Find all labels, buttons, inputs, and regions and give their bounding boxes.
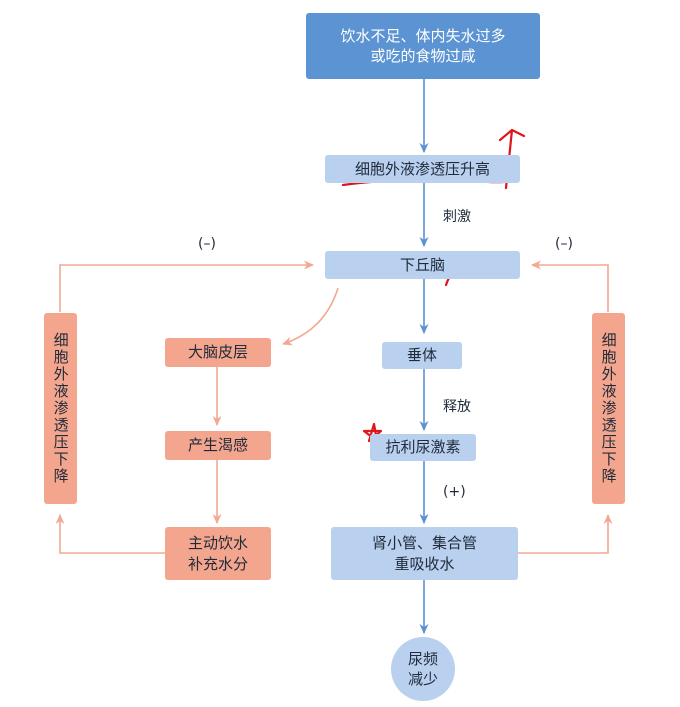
arrow-kidney-to-right-loop	[518, 513, 613, 554]
node-cause-line2: 或吃的食物过咸	[370, 47, 476, 65]
node-osmotic-pressure-up: 细胞外液渗透压升高	[325, 155, 520, 183]
node-urine-line2: 减少	[407, 670, 438, 688]
node-osmotic-pressure-down-right: 细胞外液渗透压下降	[592, 313, 625, 504]
arrow-hypothalamus-to-cortex	[281, 287, 339, 346]
node-drink-line2: 补充水分	[187, 554, 248, 573]
label-stimulate: 刺激	[443, 209, 471, 225]
arrow-right-loop-to-hypothalamus	[530, 260, 609, 312]
arrow-left-loop-to-hypothalamus	[59, 260, 315, 312]
node-cerebral-cortex: 大脑皮层	[165, 338, 271, 367]
node-adh: 抗利尿激素	[370, 434, 476, 461]
node-hypothalamus: 下丘脑	[325, 251, 520, 279]
node-cause: 饮水不足、体内失水过多 或吃的食物过咸	[306, 13, 540, 79]
label-release: 释放	[443, 399, 471, 415]
node-thirst: 产生渴感	[165, 431, 271, 460]
node-urine-line1: 尿频	[407, 649, 438, 668]
label-negative-left: (–)	[198, 236, 216, 252]
label-negative-right: (–)	[555, 236, 573, 252]
node-kidney-line2: 重吸收水	[394, 554, 455, 573]
label-positive: (+)	[443, 484, 466, 500]
node-drink-line1: 主动饮水	[187, 534, 248, 553]
node-pituitary: 垂体	[382, 342, 462, 369]
node-kidney-line1: 肾小管、集合管	[371, 534, 477, 553]
node-cause-line1: 饮水不足、体内失水过多	[340, 26, 506, 45]
node-kidney-reabsorb: 肾小管、集合管 重吸收水	[331, 527, 518, 580]
node-osmotic-pressure-down-left: 细胞外液渗透压下降	[44, 313, 77, 504]
node-urine-reduced: 尿频 减少	[391, 637, 455, 701]
arrow-drink-to-left-loop	[55, 513, 165, 554]
node-drink-water: 主动饮水 补充水分	[165, 527, 271, 580]
